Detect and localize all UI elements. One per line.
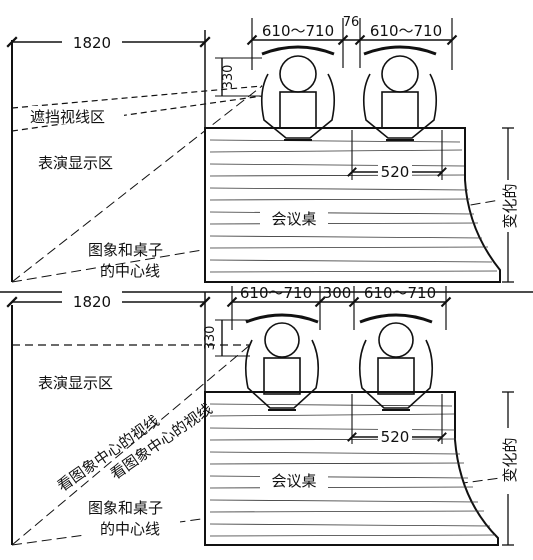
bottom-dim-520: 520 (381, 428, 410, 446)
top-label-table: 会议桌 (271, 210, 316, 228)
top-label-block: 遮挡视线区 (30, 108, 105, 126)
top-person-1 (260, 45, 336, 141)
top-dim-1820: 1820 (73, 34, 111, 52)
bottom-label-center-2: 的中心线 (100, 520, 160, 538)
bottom-person-1 (244, 313, 320, 411)
bottom-dim-seat2: 610～710 (364, 284, 436, 302)
bottom-label-table: 会议桌 (271, 472, 316, 490)
top-dim-seat2: 610～710 (370, 22, 442, 40)
top-dim-330: 330 (221, 65, 236, 90)
bottom-conference-table (204, 391, 499, 546)
bottom-dim-seat: 610～710 (240, 284, 312, 302)
top-dim-gap: 76 (343, 15, 360, 30)
top-label-display: 表演显示区 (38, 154, 113, 172)
top-label-center-1: 图象和桌子 (88, 241, 163, 259)
top-person-2 (362, 45, 438, 141)
bottom-label-display: 表演显示区 (38, 374, 113, 392)
bottom-label-center-1: 图象和桌子 (88, 499, 163, 517)
bottom-dim-330: 330 (203, 326, 218, 351)
top-panel: 1820 610～710 76 610～710 330 遮挡视线区 表演显示区 … (6, 15, 519, 283)
top-dim-seat: 610～710 (262, 22, 334, 40)
bottom-panel: 1820 610～710 300 610～710 330 表演显示区 (6, 284, 519, 546)
bottom-person-2 (358, 313, 434, 411)
bottom-dim-1820: 1820 (73, 293, 111, 311)
top-label-center-2: 的中心线 (100, 262, 160, 280)
top-label-variable: 变化的 (501, 183, 519, 228)
bottom-label-variable: 变化的 (501, 437, 519, 482)
bottom-dim-gap: 300 (323, 284, 352, 302)
top-conference-table (204, 127, 501, 283)
top-dim-520: 520 (381, 163, 410, 181)
